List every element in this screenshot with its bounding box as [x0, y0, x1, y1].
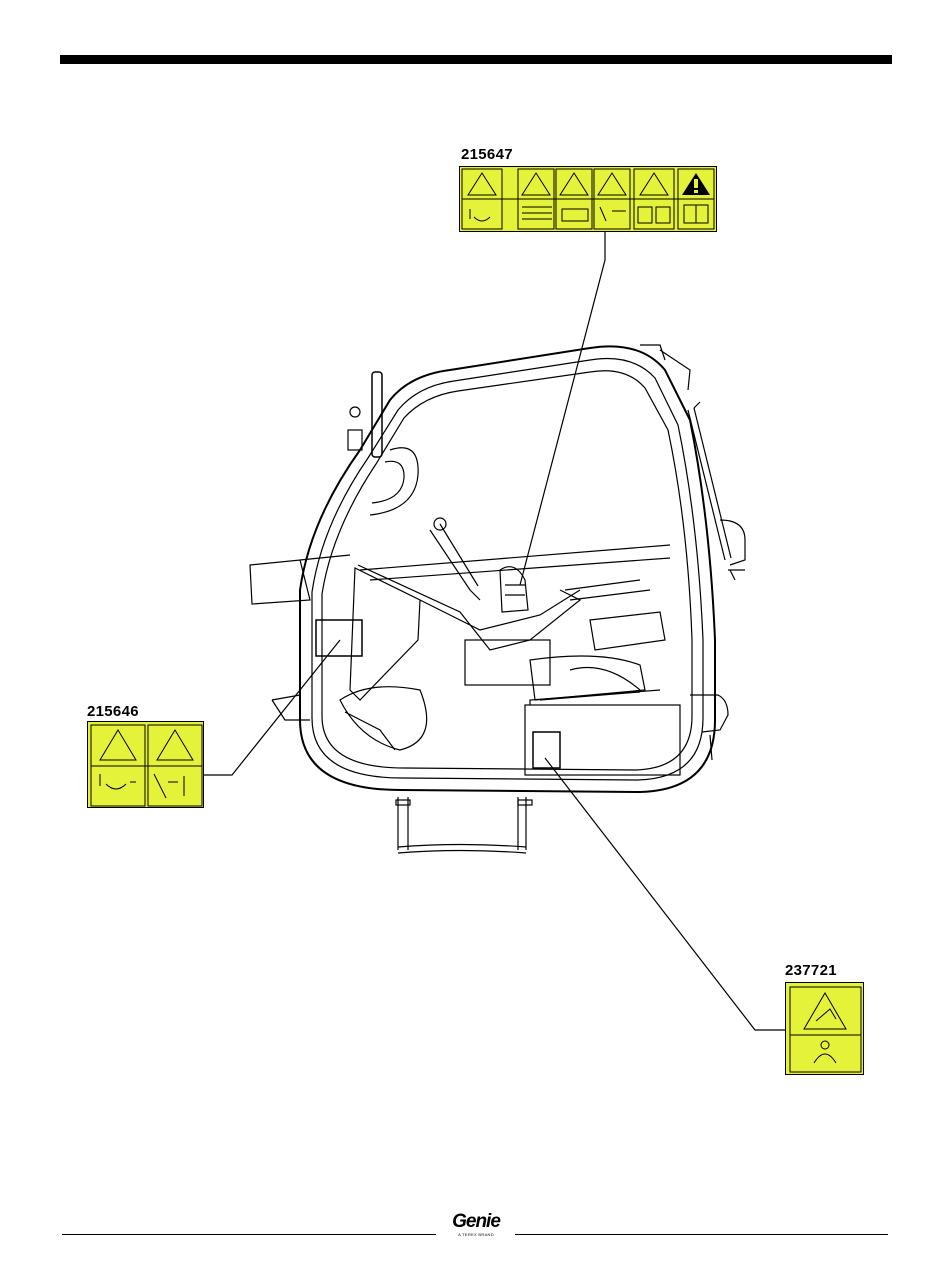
decal-237721	[785, 982, 864, 1075]
footer-rule-right	[515, 1234, 888, 1235]
decal-237721-panels	[786, 983, 865, 1076]
logo-wordmark: Genie	[440, 1212, 512, 1232]
decal-number-top: 215647	[461, 146, 513, 163]
logo-subtext: A TEREX BRAND	[440, 1232, 512, 1237]
decal-215647-panels	[460, 167, 718, 233]
callout-line-237721	[545, 758, 787, 1030]
genie-logo: Genie A TEREX BRAND	[440, 1212, 512, 1237]
callout-line-215647	[520, 230, 605, 585]
callout-line-215646	[204, 640, 340, 775]
footer-rule-left	[62, 1234, 436, 1235]
decal-215646-panels	[88, 722, 205, 809]
decal-215647	[459, 166, 717, 232]
decal-number-right: 237721	[785, 962, 837, 979]
decal-number-left: 215646	[87, 703, 139, 720]
decal-215646	[87, 721, 204, 808]
